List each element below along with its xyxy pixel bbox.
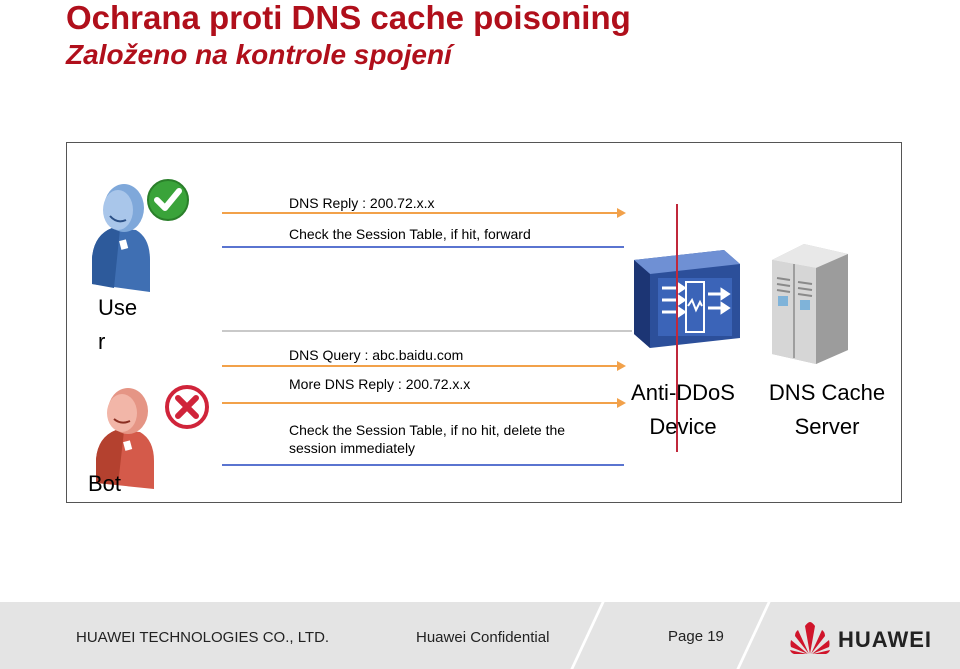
red-cross-icon — [165, 385, 209, 429]
slide-title: Ochrana proti DNS cache poisoning — [66, 0, 631, 36]
bot-label: Bot — [88, 471, 122, 496]
check-delete-text: Check the Session Table, if no hit, dele… — [289, 422, 566, 456]
forward-line — [222, 246, 624, 248]
delete-line — [222, 464, 624, 466]
arrow-head-icon — [617, 398, 626, 408]
huawei-logo-icon — [790, 622, 830, 654]
query-line — [222, 330, 632, 332]
footer-page-number: Page 19 — [668, 628, 724, 645]
dns-reply-top-text: DNS Reply : 200.72.x.x — [289, 195, 435, 211]
dns-cache-label-line2: Server — [794, 414, 860, 439]
dns-query-text: DNS Query : abc.baidu.com — [289, 347, 464, 363]
dns-cache-label-line1: DNS Cache — [768, 380, 886, 405]
footer-confidential: Huawei Confidential — [416, 629, 550, 646]
anti-ddos-device-icon — [634, 250, 740, 348]
arrow-head-icon — [617, 361, 626, 371]
query-arrow — [222, 361, 626, 371]
huawei-brand-text: HUAWEI — [838, 627, 932, 652]
user-label-line1: Use — [98, 295, 138, 320]
anti-ddos-label-line1: Anti-DDoS — [631, 380, 735, 405]
anti-ddos-divider-line — [676, 204, 678, 452]
more-reply-arrow — [222, 398, 626, 408]
user-label-line2: r — [98, 329, 106, 354]
check-forward-text: Check the Session Table, if hit, forward — [289, 226, 531, 242]
arrow-head-icon — [617, 208, 626, 218]
bot-person-icon — [96, 388, 154, 489]
user-person-icon — [92, 184, 150, 292]
green-check-icon — [147, 179, 189, 221]
reply-arrow-top — [222, 208, 626, 218]
footer-company: HUAWEI TECHNOLOGIES CO., LTD. — [76, 629, 330, 646]
dns-server-icon — [772, 244, 848, 364]
anti-ddos-label-line2: Device — [649, 414, 717, 439]
diagram-frame — [66, 142, 902, 503]
more-reply-text: More DNS Reply : 200.72.x.x — [289, 376, 471, 392]
slide-subtitle: Založeno na kontrole spojení — [66, 39, 452, 70]
